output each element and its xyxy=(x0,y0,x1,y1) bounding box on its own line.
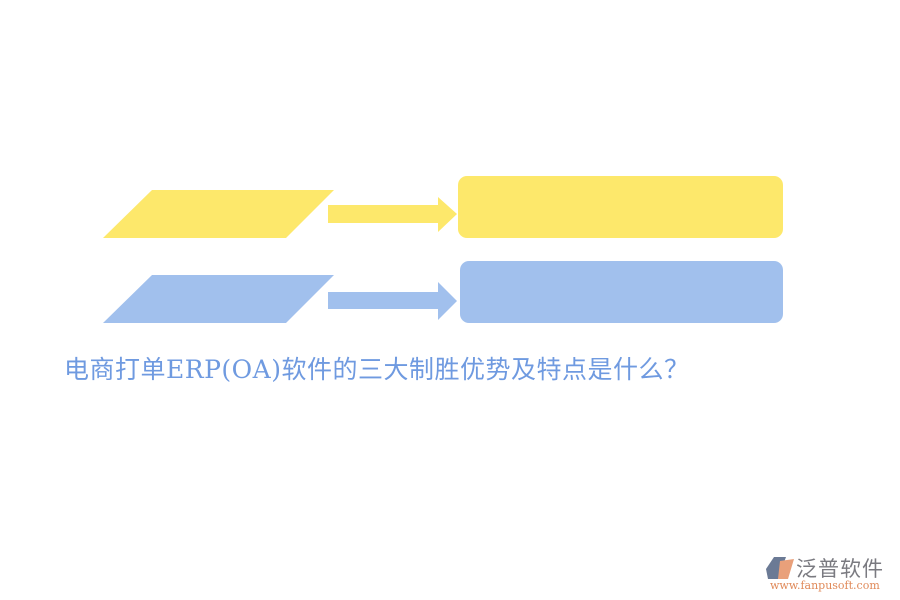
input-parallelogram-1 xyxy=(103,190,334,238)
flow-diagram xyxy=(103,176,783,323)
fanpu-logo-icon xyxy=(766,557,794,579)
arrow-right-1 xyxy=(328,197,457,232)
page-title: 电商打单ERP(OA)软件的三大制胜优势及特点是什么？ xyxy=(64,355,690,384)
brand-logo: 泛普软件 www.fanpusoft.com xyxy=(766,553,896,595)
logo-brand-name: 泛普软件 xyxy=(796,557,884,581)
output-box-2 xyxy=(460,261,783,323)
output-box-1 xyxy=(458,176,783,238)
logo-url: www.fanpusoft.com xyxy=(770,579,880,592)
arrow-right-2 xyxy=(328,282,457,320)
input-parallelogram-2 xyxy=(103,275,334,323)
